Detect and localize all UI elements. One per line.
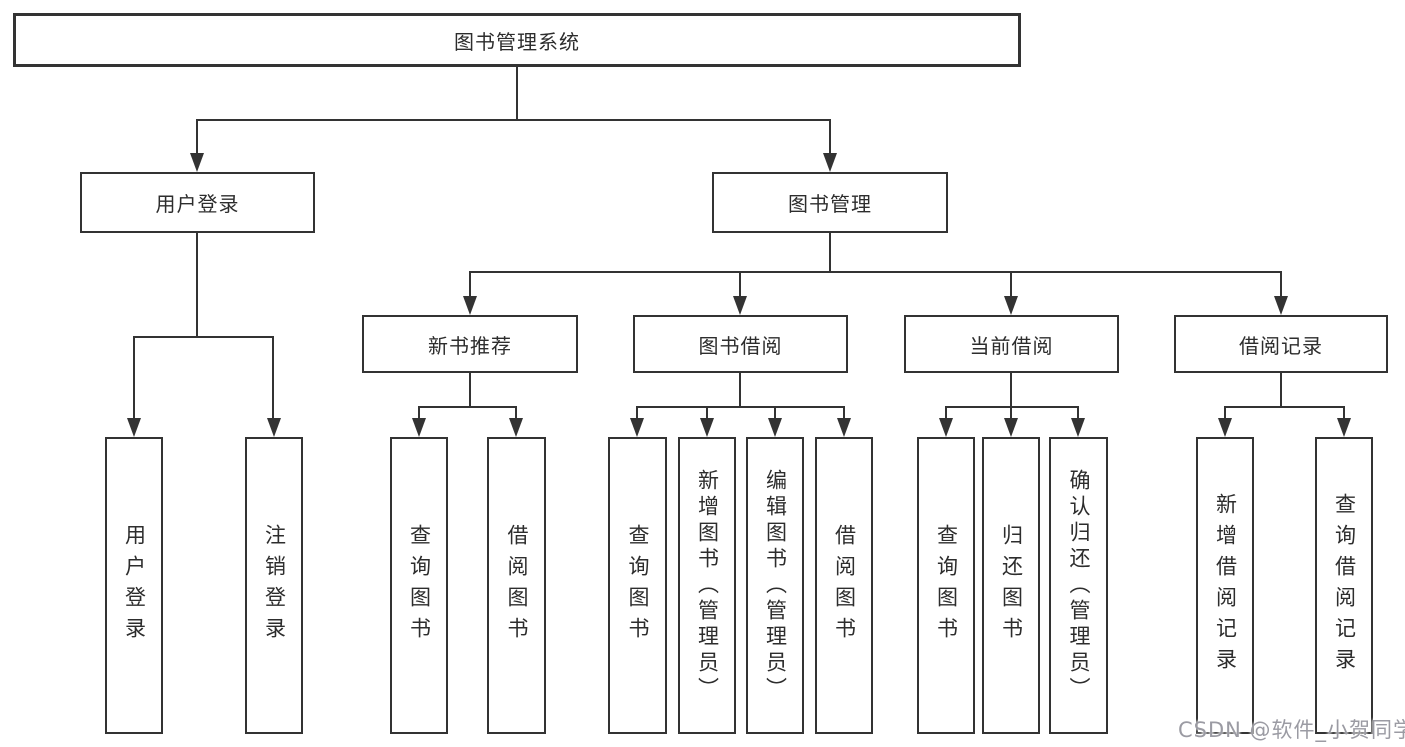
connector-hline <box>636 406 844 408</box>
node-label: 图书借阅 <box>698 333 783 358</box>
arrow-down-icon <box>630 418 644 437</box>
leaf-user-login: 用户登录 <box>105 437 163 734</box>
node-label: 用户登录 <box>122 523 147 648</box>
leaf-query-borrow-record: 查询借阅记录 <box>1315 437 1373 734</box>
connector-hline <box>945 406 1079 408</box>
connector-vline <box>829 119 831 155</box>
node-current-borrowing: 当前借阅 <box>904 315 1119 373</box>
connector-vline <box>133 336 135 420</box>
node-label: 图书管理系统 <box>454 29 580 54</box>
node-label: 新增借阅记录 <box>1213 492 1238 679</box>
leaf-borrow-books: 借阅图书 <box>815 437 873 734</box>
node-label: 查询图书 <box>407 523 432 648</box>
node-label: 确认归还（管理员） <box>1067 468 1091 703</box>
connector-vline <box>1010 373 1012 407</box>
leaf-edit-books-admin: 编辑图书（管理员） <box>746 437 804 734</box>
leaf-add-borrow-record: 新增借阅记录 <box>1196 437 1254 734</box>
connector-vline <box>418 406 420 420</box>
node-borrowing-records: 借阅记录 <box>1174 315 1388 373</box>
connector-hline <box>133 336 274 338</box>
connector-hline <box>418 406 517 408</box>
node-label: 用户登录 <box>155 192 240 216</box>
connector-vline <box>739 271 741 298</box>
leaf-logout: 注销登录 <box>245 437 303 734</box>
connector-vline <box>1343 406 1345 420</box>
node-label: 图书管理 <box>788 192 872 216</box>
arrow-down-icon <box>1337 418 1351 437</box>
connector-vline <box>469 271 471 298</box>
arrow-down-icon <box>939 418 953 437</box>
node-label: 新书推荐 <box>428 333 512 358</box>
csdn-watermark: CSDN @软件_小贺同学 <box>1178 718 1405 742</box>
node-user-login-branch: 用户登录 <box>80 172 315 233</box>
node-label: 查询借阅记录 <box>1332 492 1357 679</box>
arrow-down-icon <box>1071 418 1085 437</box>
arrow-down-icon <box>733 296 747 315</box>
arrow-down-icon <box>267 418 281 437</box>
node-label: 编辑图书（管理员） <box>763 468 788 703</box>
arrow-down-icon <box>190 153 204 172</box>
arrow-down-icon <box>127 418 141 437</box>
connector-vline <box>829 233 831 273</box>
arrow-down-icon <box>1004 418 1018 437</box>
connector-vline <box>515 406 517 420</box>
leaf-borrow-books-recommend: 借阅图书 <box>487 437 546 734</box>
connector-vline <box>1010 406 1012 420</box>
leaf-add-books-admin: 新增图书（管理员） <box>678 437 736 734</box>
connector-vline <box>1280 271 1282 298</box>
leaf-query-books-current: 查询图书 <box>917 437 975 734</box>
connector-vline <box>945 406 947 420</box>
connector-vline <box>1010 271 1012 298</box>
arrow-down-icon <box>700 418 714 437</box>
connector-vline <box>196 119 198 155</box>
connector-vline <box>1280 373 1282 407</box>
node-book-management-branch: 图书管理 <box>712 172 948 233</box>
connector-hline <box>469 271 1282 273</box>
connector-vline <box>196 233 198 338</box>
arrow-down-icon <box>1218 418 1232 437</box>
connector-vline <box>516 66 518 120</box>
node-label: 查询图书 <box>934 523 959 648</box>
connector-vline <box>706 406 708 420</box>
connector-vline <box>636 406 638 420</box>
node-label: 查询图书 <box>626 523 650 648</box>
connector-vline <box>272 336 274 420</box>
node-label: 借阅图书 <box>832 523 857 648</box>
connector-vline <box>1077 406 1079 420</box>
arrow-down-icon <box>823 153 837 172</box>
connector-vline <box>774 406 776 420</box>
node-label: 归还图书 <box>999 523 1024 648</box>
arrow-down-icon <box>463 296 477 315</box>
node-label: 注销登录 <box>262 523 287 648</box>
leaf-return-books: 归还图书 <box>982 437 1040 734</box>
arrow-down-icon <box>837 418 851 437</box>
arrow-down-icon <box>1274 296 1288 315</box>
arrow-down-icon <box>509 418 523 437</box>
node-label: 借阅记录 <box>1239 333 1323 358</box>
connector-vline <box>1224 406 1226 420</box>
node-label: 新增图书（管理员） <box>695 468 720 703</box>
arrow-down-icon <box>1004 296 1018 315</box>
arrow-down-icon <box>412 418 426 437</box>
node-label: 当前借阅 <box>969 333 1054 358</box>
node-root-book-management-system: 图书管理系统 <box>13 13 1021 67</box>
leaf-query-books-recommend: 查询图书 <box>390 437 448 734</box>
leaf-confirm-return-admin: 确认归还（管理员） <box>1049 437 1108 734</box>
node-book-borrowing: 图书借阅 <box>633 315 848 373</box>
connector-hline <box>1224 406 1345 408</box>
connector-vline <box>469 373 471 407</box>
connector-vline <box>843 406 845 420</box>
leaf-query-books-borrowing: 查询图书 <box>608 437 667 734</box>
node-label: 借阅图书 <box>505 523 529 648</box>
connector-hline <box>196 119 831 121</box>
arrow-down-icon <box>768 418 782 437</box>
node-new-book-recommendation: 新书推荐 <box>362 315 578 373</box>
connector-vline <box>739 373 741 407</box>
